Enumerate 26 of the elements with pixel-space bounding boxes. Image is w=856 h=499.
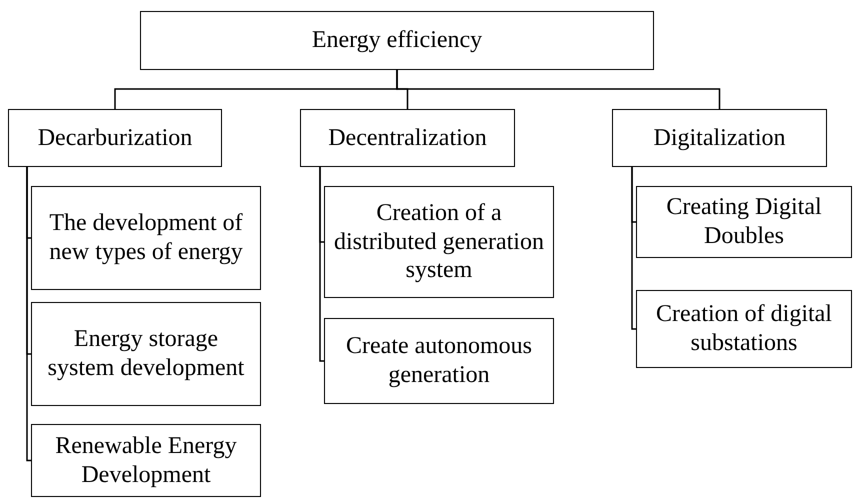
- box-label: Renewable Energy Development: [54, 432, 238, 490]
- box-label: Creating Digital Doubles: [665, 193, 823, 251]
- box-label: The development of new types of energy: [48, 209, 244, 267]
- category-box: [31, 424, 261, 497]
- box-label: Energy storage system development: [46, 325, 246, 383]
- connector-line: [26, 167, 31, 462]
- box-label: Creation of a distributed generation system: [333, 198, 545, 286]
- box-label: Decentralization: [328, 124, 487, 152]
- connector-line: [319, 167, 324, 362]
- category-box: [636, 290, 852, 368]
- category-box: [31, 186, 261, 290]
- category-box: [324, 318, 554, 404]
- box-label: Digitalization: [654, 124, 786, 152]
- box-label: Creation of digital substations: [655, 300, 833, 358]
- category-box: [140, 11, 654, 70]
- category-box: [324, 186, 554, 298]
- category-box: [31, 302, 261, 406]
- box-label: Create autonomous generation: [345, 332, 533, 390]
- category-box: [8, 109, 222, 167]
- connector-line: [396, 70, 720, 109]
- box-label: Energy efficiency: [312, 26, 482, 55]
- connector-line: [631, 167, 636, 330]
- category-box: [636, 186, 852, 258]
- category-box: [300, 109, 515, 167]
- box-label: Decarburization: [38, 124, 192, 152]
- category-box: [612, 109, 827, 167]
